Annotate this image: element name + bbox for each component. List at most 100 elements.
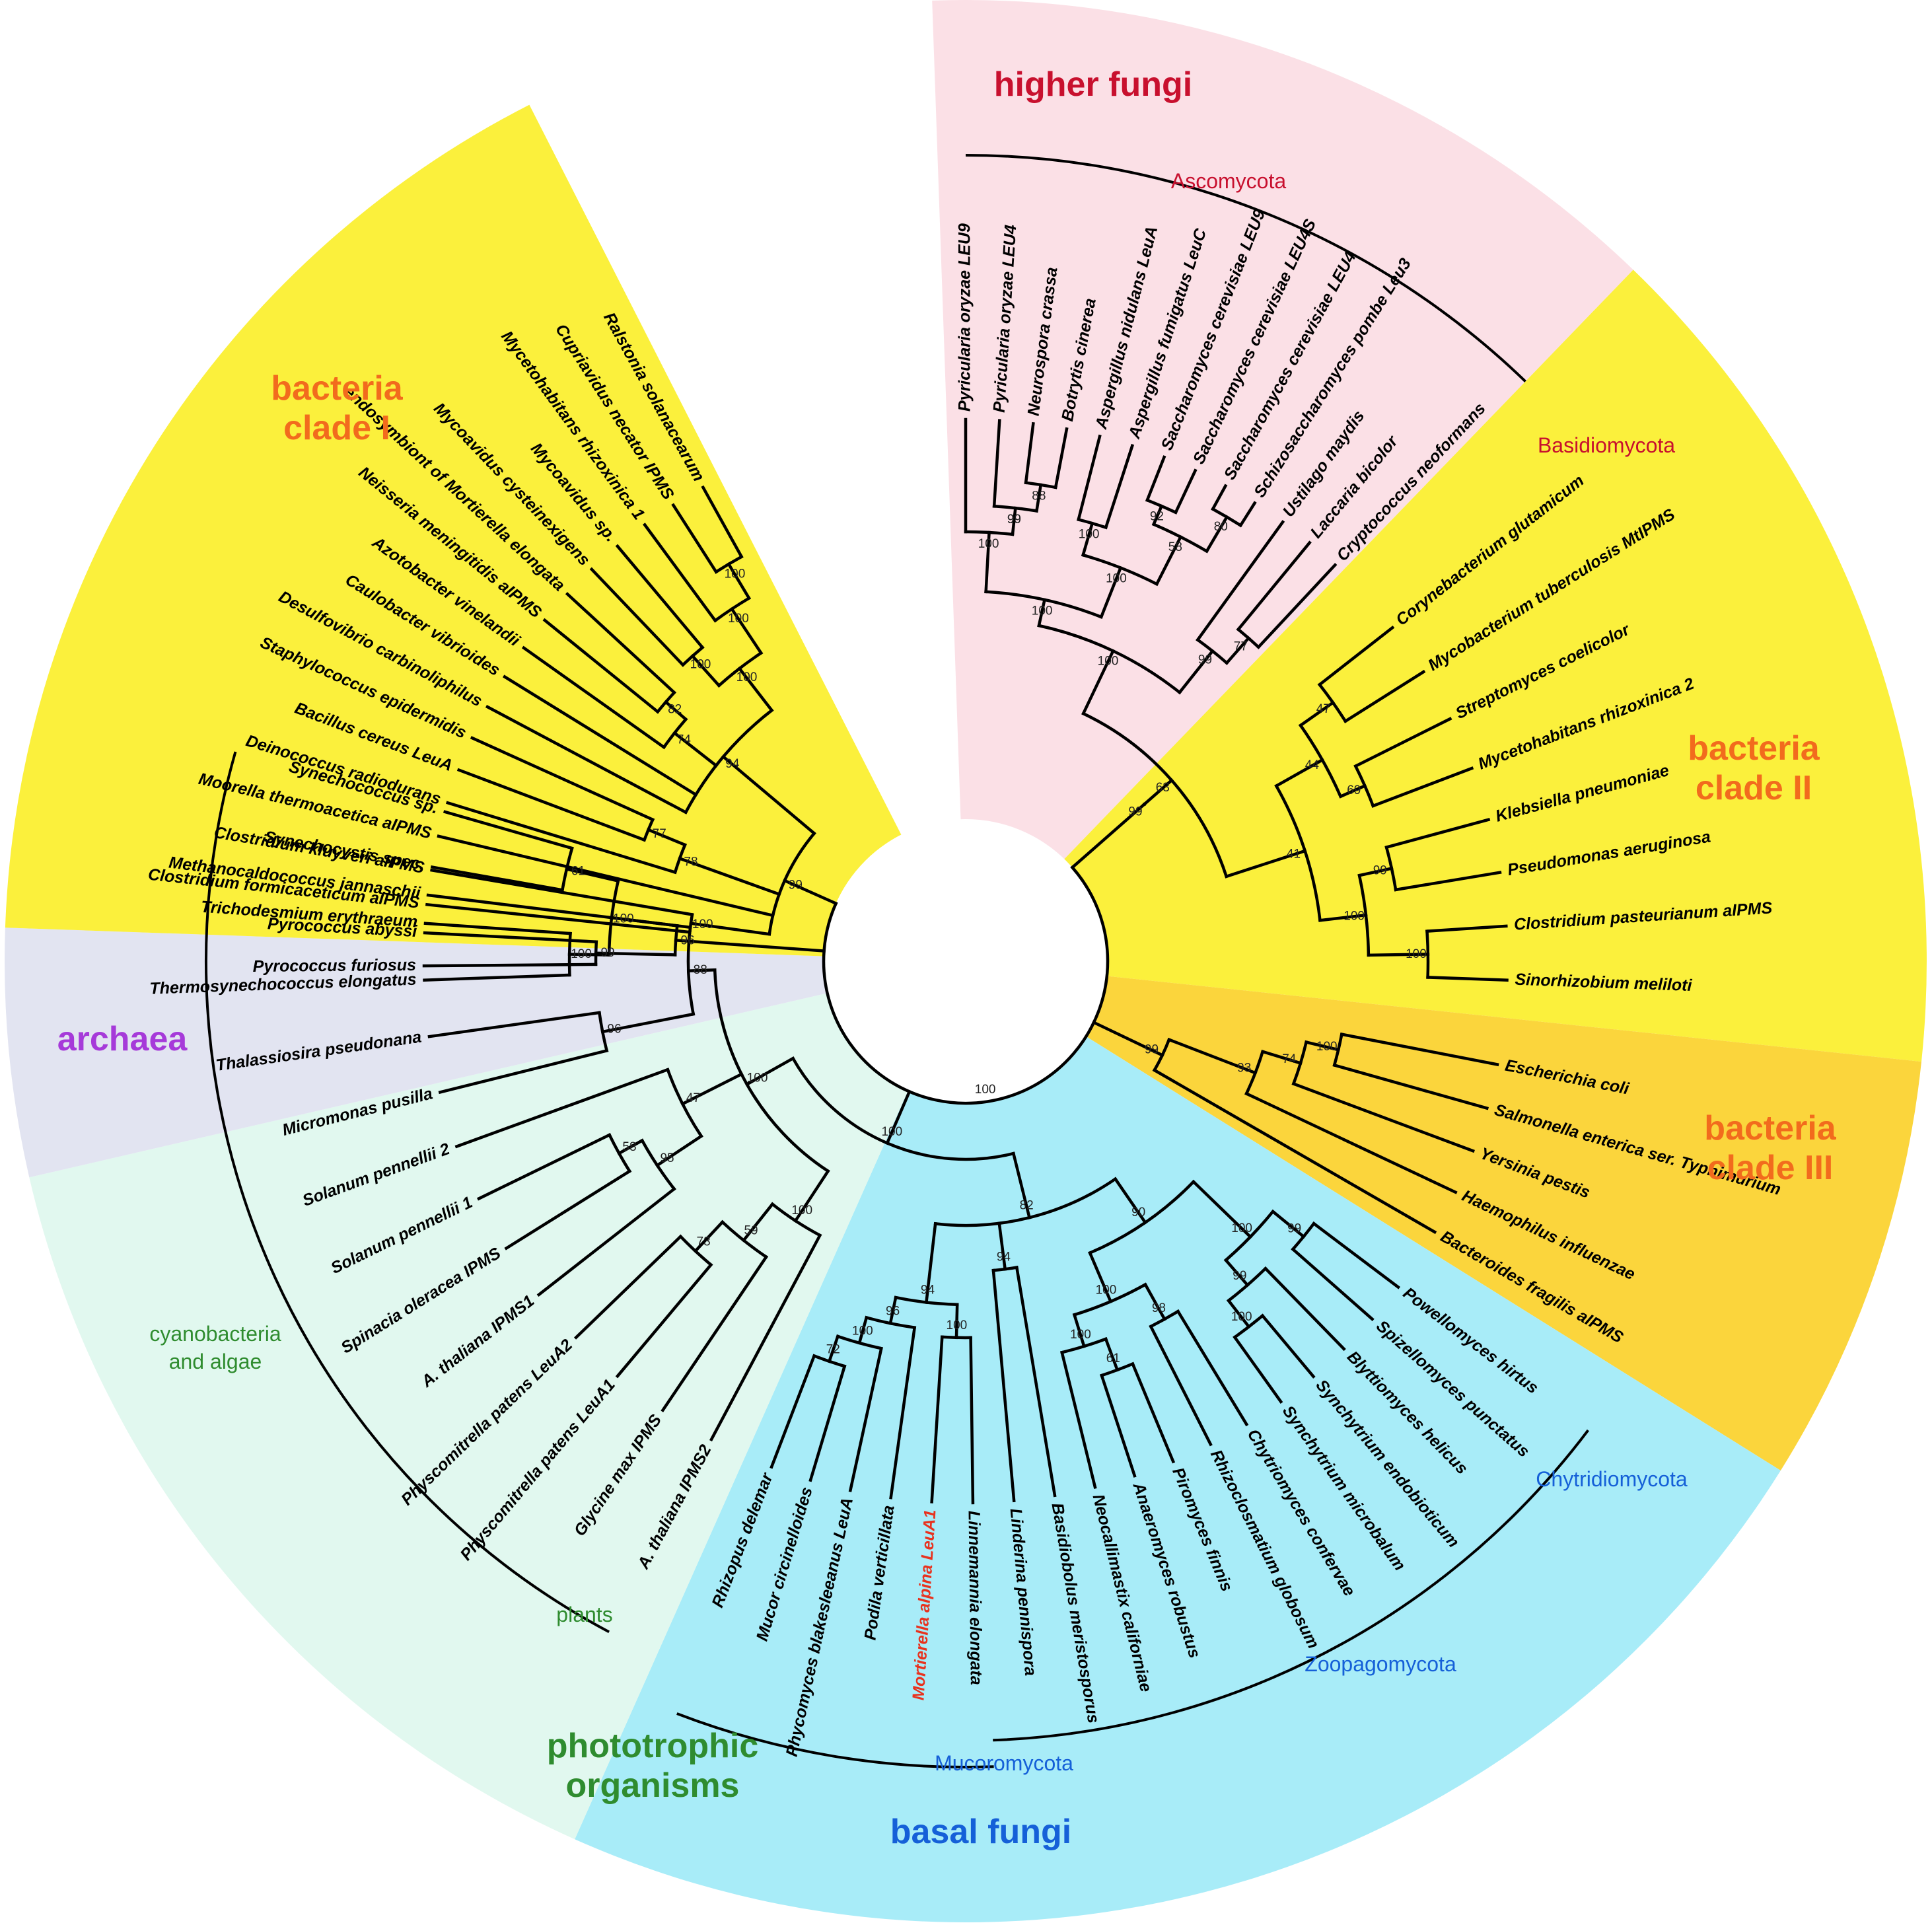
tree-branch [1225, 635, 1251, 665]
bootstrap-value: 100 [791, 1204, 812, 1217]
bootstrap-value: 100 [1343, 909, 1365, 923]
tree-branch [430, 865, 565, 892]
group-phototrophic: phototrophic [547, 1727, 759, 1765]
bootstrap-value: 94 [997, 1250, 1011, 1264]
tree-branch [969, 1336, 975, 1505]
tree-branch [655, 1134, 703, 1168]
tree-branch [1291, 1247, 1375, 1321]
tree-branch [454, 1068, 670, 1149]
tree-branch [1191, 1179, 1253, 1239]
subgroup-cyanobacteria: and algae [169, 1350, 262, 1373]
tree-branch [984, 590, 1104, 619]
tree-branch [782, 879, 838, 906]
bootstrap-value: 99 [1373, 863, 1387, 877]
tree-branch [713, 968, 830, 1173]
tree-branch [1298, 723, 1343, 799]
tree-branch [680, 1072, 744, 1107]
tree-branch [536, 1186, 676, 1297]
tree-branch [423, 931, 598, 944]
bootstrap-value: 94 [921, 1284, 935, 1297]
bootstrap-value: 77 [653, 827, 666, 841]
tree-branch [1077, 434, 1102, 522]
center-hub [824, 819, 1108, 1103]
bootstrap-value: 72 [826, 1343, 840, 1357]
group-archaea: archaea [57, 1020, 188, 1058]
bootstrap-value: 78 [684, 855, 698, 869]
tree-branch [1357, 866, 1394, 877]
bootstrap-value: 100 [725, 567, 746, 581]
tree-branch [720, 1219, 769, 1259]
tree-branch [1142, 778, 1174, 807]
tree-branch [643, 523, 717, 623]
tree-branch [485, 704, 688, 815]
bootstrap-value: 96 [886, 1305, 900, 1319]
bootstrap-value: 96 [681, 934, 695, 948]
sector-bacteria-clade-1 [5, 104, 966, 962]
tree-branch [717, 651, 764, 688]
tree-branch [791, 1056, 1016, 1161]
tree-branch [1104, 1337, 1120, 1372]
subgroup-bracket [1270, 1429, 1589, 1681]
bootstrap-value: 100 [1316, 1040, 1338, 1054]
tree-branch [573, 1234, 683, 1340]
tree-branch [709, 1233, 822, 1442]
bootstrap-value: 99 [1233, 1269, 1246, 1283]
bootstrap-value: 47 [686, 1091, 700, 1105]
tree-branch [1011, 506, 1017, 536]
group-basal-fungi: basal fungi [890, 1813, 1071, 1851]
bootstrap-value: 82 [1020, 1199, 1034, 1213]
group-bacteria-clade-3: bacteria [1704, 1109, 1837, 1147]
leaf-label: Pyricularia oryzae LEU9 [956, 223, 974, 412]
bootstrap-value: 98 [1152, 1301, 1166, 1315]
tree-branch [848, 1346, 883, 1492]
tree-branch [1298, 700, 1336, 728]
tree-branch [589, 567, 686, 667]
tree-branch [693, 1219, 725, 1253]
bootstrap-value: 100 [692, 918, 713, 931]
tree-branch [770, 1202, 822, 1238]
bootstrap-value: 58 [1168, 540, 1182, 554]
bootstrap-value: 100 [1096, 1284, 1117, 1297]
tree-branch [678, 856, 781, 896]
tree-branch [701, 485, 744, 559]
tree-branch [1166, 1037, 1258, 1075]
bootstrap-value: 100 [1098, 655, 1119, 669]
bootstrap-value: 99 [1128, 805, 1142, 818]
subgroup-bracket [965, 154, 1441, 310]
tree-branch [1223, 1258, 1250, 1288]
tree-branch [1425, 929, 1430, 979]
sector-higher-fungi [932, 0, 1633, 961]
subgroup-bracket [366, 1428, 610, 1634]
tree-branch [1099, 565, 1123, 619]
tree-branch [940, 1335, 972, 1340]
bootstrap-value: 100 [881, 1125, 902, 1139]
tree-branch [1152, 1068, 1437, 1235]
tree-branch [640, 1138, 676, 1191]
bootstrap-value: 63 [1156, 781, 1170, 795]
bootstrap-value: 100 [975, 1083, 996, 1097]
tree-branch [827, 1334, 840, 1363]
bootstrap-value: 58 [622, 1140, 636, 1154]
tree-branch [1204, 515, 1229, 554]
tree-branch [1034, 483, 1043, 513]
subgroup-brackets [205, 154, 1589, 1768]
tree-branch [1224, 849, 1307, 879]
tree-branch [1270, 1209, 1306, 1239]
bootstrap-value: 99 [1007, 513, 1021, 526]
tree-branch [666, 1068, 703, 1139]
tree-branch [1072, 1313, 1087, 1348]
tree-branch [1394, 871, 1502, 892]
bootstrap-value: 99 [1198, 653, 1212, 667]
tree-branch [1340, 1033, 1499, 1067]
tree-branch [997, 1221, 1007, 1271]
tree-branch [443, 810, 574, 850]
tree-branch [661, 1254, 769, 1412]
tree-branch [1338, 783, 1367, 799]
bootstrap-value: 88 [694, 963, 707, 977]
tree-branch [425, 902, 692, 934]
tree-branch [1088, 1179, 1196, 1255]
bootstrap-value: 100 [1070, 1328, 1091, 1342]
bootstrap-value: 47 [1316, 702, 1330, 716]
sector-phototrophic [29, 961, 966, 1840]
